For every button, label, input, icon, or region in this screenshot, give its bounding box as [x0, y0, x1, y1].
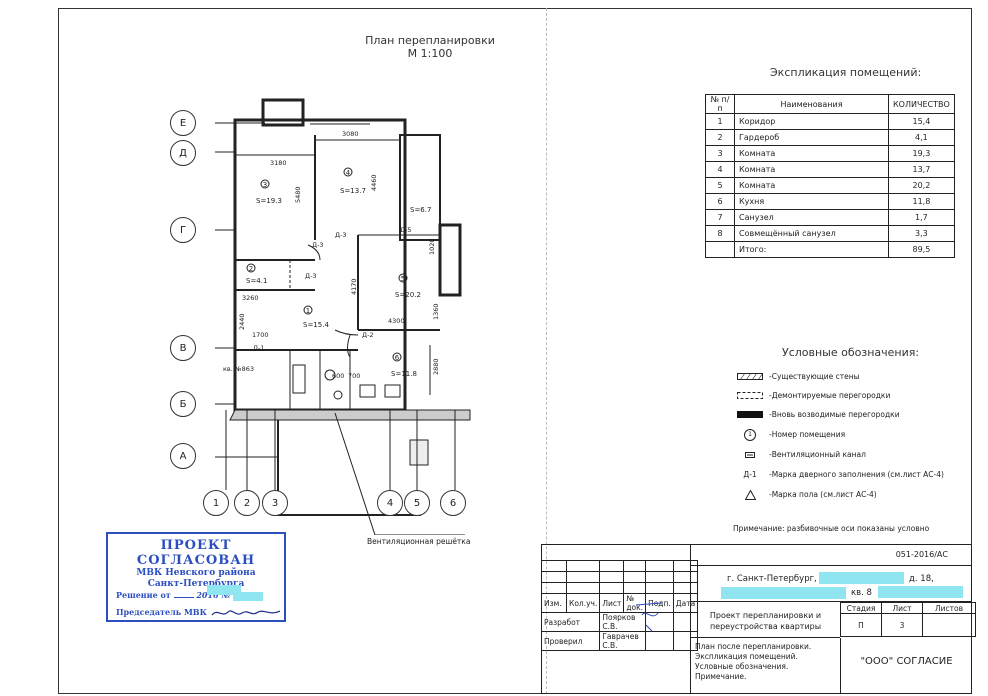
axis-5: 5 [404, 490, 430, 516]
axis-v: В [170, 335, 196, 361]
axis-4: 4 [377, 490, 403, 516]
address: г. Санкт-Петербург, д. 18, кв. 8 [690, 566, 972, 602]
room-5-area: S=20.2 [395, 291, 421, 299]
note: Примечание: разбивочные оси показаны усл… [733, 524, 930, 533]
dashed-wall-icon [735, 392, 765, 400]
room-5-num: 5 [401, 275, 405, 283]
stamp-chair: Председатель МВК [116, 606, 282, 620]
dim-4170: 4170 [350, 278, 358, 295]
dim-2880: 2880 [432, 358, 440, 375]
axis-b: Б [170, 391, 196, 417]
vent-grille-label: Вентиляционная решётка [367, 537, 471, 546]
vent-channel-icon [735, 451, 765, 459]
dim-3080: 3080 [342, 130, 359, 138]
apartment-label: кв. №863 [223, 365, 254, 373]
door-d3-b: Д-3 [335, 231, 347, 239]
room-6-num: 6 [395, 354, 400, 362]
dim-1700: 1700 [252, 331, 269, 339]
hatched-wall-icon [735, 373, 765, 381]
signature-mark-icon [635, 602, 663, 632]
dim-5480: 5480 [294, 186, 302, 203]
door-d1: Д-1 [253, 344, 265, 352]
axis-g: Г [170, 217, 196, 243]
room-1-num: 1 [306, 307, 310, 315]
legend-floor-mark: -Марка пола (см.лист АС-4) [735, 489, 877, 500]
dim-4300: 4300 [388, 317, 405, 325]
room-3-num: 3 [263, 181, 267, 189]
room-2-area: S=4.1 [246, 277, 267, 285]
room-1-area: S=15.4 [303, 321, 329, 329]
dim-3260: 3260 [242, 294, 259, 302]
redacted-block [207, 585, 241, 595]
company-name: "ООО" СОГЛАСИЕ [840, 638, 972, 694]
dim-1360: 1360 [432, 303, 440, 320]
total-row: Итого:89,5 [705, 241, 955, 258]
floor-plan: 3 S=19.3 4 S=13.7 S=6.7 2 S=4.1 5 S=20.2… [215, 98, 471, 535]
doc-code: 051-2016/АС [690, 544, 972, 566]
legend-title: Условные обозначения: [782, 346, 920, 359]
axis-2: 2 [234, 490, 260, 516]
door-d3-c: Д-3 [305, 272, 317, 280]
room-3-area: S=19.3 [256, 197, 282, 205]
explication-title: Экспликация помещений: [770, 66, 922, 79]
axis-1: 1 [203, 490, 229, 516]
legend-room-number: 1 -Номер помещения [735, 428, 845, 441]
solid-wall-icon [735, 411, 765, 419]
axis-d: Д [170, 140, 196, 166]
dim-600: 600 [332, 372, 344, 380]
axis-a: А [170, 443, 196, 469]
door-mark-icon: Д-1 [743, 470, 757, 479]
revision-table: Изм.Кол.уч.Лист № док.Подп.Дата Разработ… [540, 560, 699, 651]
dim-1020: 1020 [428, 238, 436, 255]
floor-mark-triangle-icon [735, 489, 765, 500]
sheet-frame [58, 8, 972, 694]
dim-700: 700 [348, 372, 360, 380]
room-6-area: S=11.8 [391, 370, 417, 378]
axis-3: 3 [262, 490, 288, 516]
room-number-icon: 1 [735, 428, 765, 441]
signature-icon [211, 610, 280, 616]
door-d2: Д-2 [362, 331, 374, 339]
room-4-area: S=13.7 [340, 187, 366, 195]
dim-3180: 3180 [270, 159, 287, 167]
room-4-num: 4 [346, 169, 351, 177]
sheet-title: План после перепланировки. Экспликация п… [690, 638, 840, 694]
axis-6: 6 [440, 490, 466, 516]
legend-door-mark: Д-1 -Марка дверного заполнения (см.лист … [735, 470, 944, 479]
legend-new-walls: -Вновь возводимые перегородки [735, 410, 900, 419]
plan-title: План перепланировки М 1:100 [365, 34, 495, 60]
axis-e: Е [170, 110, 196, 136]
legend-vent: -Вентиляционный канал [735, 450, 866, 459]
room-2-num: 2 [249, 265, 253, 273]
sheet-fold-line [546, 8, 547, 694]
door-d3-a: Д-3 [312, 241, 324, 249]
approval-stamp: ПРОЕКТ СОГЛАСОВАН МВК Невского района Са… [106, 532, 286, 622]
legend-demolished: -Демонтируемые перегородки [735, 391, 890, 400]
dim-2440: 2440 [238, 313, 246, 330]
room-corridor-area: S=6.7 [410, 206, 431, 214]
project-name: Проект перепланировки и переустройства к… [690, 602, 840, 638]
dim-4460: 4460 [370, 174, 378, 191]
door-d5: Д-5 [400, 226, 412, 234]
legend-existing-walls: -Существующие стены [735, 372, 860, 381]
